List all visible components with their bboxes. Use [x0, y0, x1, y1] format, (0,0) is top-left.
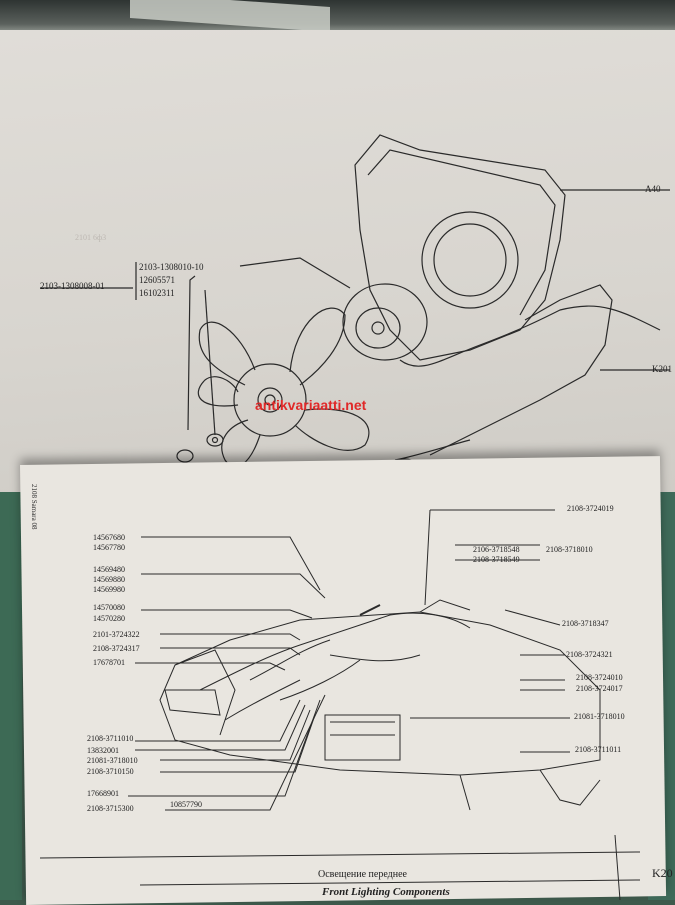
label-g1a: 14567680 [93, 533, 125, 542]
fan-assembly-label: 2103-1308008-01 [40, 281, 105, 291]
label-p1: 2101-3724322 [93, 630, 140, 639]
label-b6: 2108-3715300 [87, 804, 134, 813]
label-g2c: 14569980 [93, 585, 125, 594]
side-text: 2108 Samara 08 [30, 484, 38, 530]
fan-part-b-label: 16102311 [139, 288, 175, 298]
label-r4: 2108-3718347 [562, 619, 609, 628]
label-b5: 17668901 [87, 789, 119, 798]
label-r3: 2108-3718010 [546, 545, 593, 554]
label-g3a: 14570080 [93, 603, 125, 612]
fan-part-a-label: 12605571 [139, 275, 175, 285]
watermark: antikvariaatti.net [255, 397, 367, 413]
label-r2: 2108-3718549 [473, 555, 520, 564]
section-title-en: Front Lighting Components [322, 886, 450, 898]
label-p3: 17678701 [93, 658, 125, 667]
label-r6: 2108-3724010 [576, 673, 623, 682]
ref-a-label: A40 [645, 184, 661, 194]
label-g1b: 14567780 [93, 543, 125, 552]
faint-label: 2101 6ф3 [75, 233, 107, 242]
label-r8: 21081-3718010 [574, 712, 625, 721]
label-b7: 10857790 [170, 800, 202, 809]
section-code: K20 [652, 866, 673, 880]
label-r7: 2108-3724017 [576, 684, 623, 693]
label-g3b: 14570280 [93, 614, 125, 623]
label-r1: 2106-3718548 [473, 545, 520, 554]
label-p2: 2108-3724317 [93, 644, 140, 653]
label-g2a: 14569480 [93, 565, 125, 574]
label-b4: 2108-3710150 [87, 767, 134, 776]
background-top [0, 0, 675, 34]
label-g2b: 14569880 [93, 575, 125, 584]
upper-page [0, 30, 675, 492]
ref-k-label: K201 [652, 364, 672, 374]
label-b2: 13832001 [87, 746, 119, 755]
label-r9: 2108-3711011 [575, 745, 622, 754]
label-b1: 2108-3711010 [87, 734, 134, 743]
label-b3: 21081-3718010 [87, 756, 138, 765]
label-r-top: 2108-3724019 [567, 504, 614, 513]
label-r5: 2108-3724321 [566, 650, 613, 659]
section-title-ru: Освещение переднее [318, 869, 407, 880]
fan-motor-label: 2103-1308010-10 [139, 262, 204, 272]
binder-edge-left [0, 490, 22, 900]
